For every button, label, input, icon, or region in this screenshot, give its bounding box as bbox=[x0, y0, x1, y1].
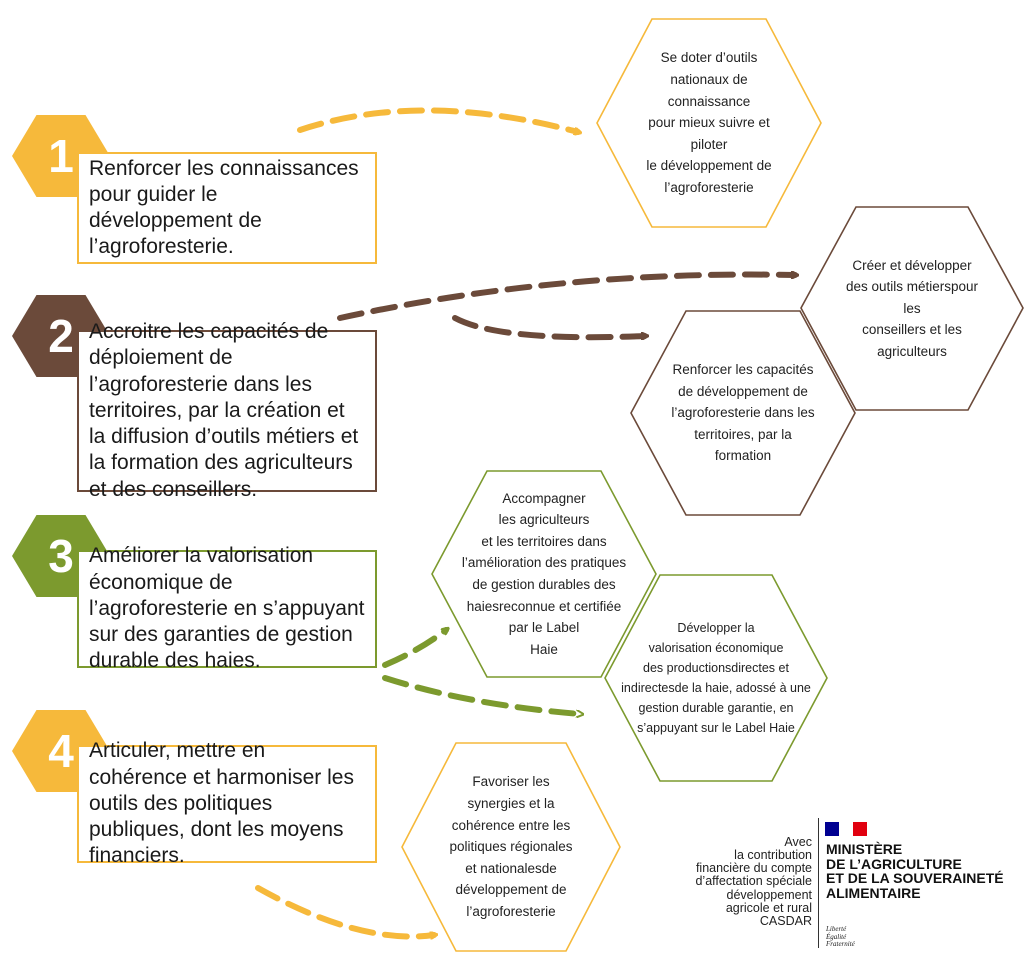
hex-text-line: indirectesde la haie, adossé à une bbox=[621, 681, 811, 695]
hex-text-line: Favoriser les bbox=[472, 774, 550, 790]
republic-motto: Liberté Égalité Fraternité bbox=[826, 925, 855, 949]
action-hex-outline-1 bbox=[596, 18, 822, 228]
hex-text-line: Haie bbox=[530, 641, 558, 657]
hex-text-line: nationaux de connaissance bbox=[667, 72, 751, 109]
hex-text-line: et nationalesde bbox=[465, 860, 557, 876]
hex-text-line: Créer et développer bbox=[852, 257, 972, 273]
hex-text-line: de gestion durables des bbox=[472, 577, 616, 592]
hex-text-line: développement de bbox=[455, 882, 567, 898]
hex-text-line: des outils métierspour les bbox=[845, 279, 979, 316]
hex-text-line: et les territoires dans bbox=[481, 533, 607, 549]
action-4-text: Accompagner les agriculteurs et les territ… bbox=[431, 470, 657, 678]
action-6-text: Favoriser les synergies et la cohérence en… bbox=[401, 742, 621, 952]
arrow-3a bbox=[382, 630, 446, 668]
hex-text-line: cohérence entre les bbox=[451, 817, 571, 833]
hex-text-line: Se doter d’outils bbox=[660, 50, 758, 66]
hex-text-line: territoires, par la formation bbox=[694, 426, 792, 464]
action-1-text: Se doter d’outils nationaux de connaissan… bbox=[596, 18, 822, 228]
objective-1-box: Renforcer les connaissances pour guider … bbox=[77, 152, 377, 264]
hex-text-line: conseillers et les agriculteurs bbox=[862, 322, 962, 359]
hex-text-line: Renforcer les capacités bbox=[672, 362, 814, 378]
action-hex-outline-5 bbox=[604, 574, 828, 782]
objective-3-box: Améliorer la valorisation économique de … bbox=[77, 544, 377, 672]
hex-text-line: par le Label bbox=[508, 620, 580, 636]
hex-text-line: l’agroforesterie dans les bbox=[671, 405, 815, 421]
hex-text-line: l’agroforesterie bbox=[664, 179, 754, 195]
casdar-contribution-text: Avec la contribution financière du compt… bbox=[695, 835, 812, 928]
hex-text-line: politiques régionales bbox=[449, 839, 573, 855]
hex-text-line: le développement de bbox=[646, 158, 772, 174]
arrow-1 bbox=[297, 107, 578, 132]
hex-text-line: de développement de bbox=[678, 383, 808, 399]
action-hex-outline-6 bbox=[401, 742, 621, 952]
logo-divider bbox=[818, 818, 819, 948]
objective-2-box: Accroitre les capacités de déploiement d… bbox=[77, 320, 377, 501]
arrow-2a bbox=[337, 275, 795, 321]
hex-text-line: gestion durable garantie, en bbox=[638, 701, 794, 715]
marianne-flag-icon bbox=[825, 822, 867, 836]
action-3-text: Renforcer les capacités de développement … bbox=[630, 310, 856, 516]
arrow-2b bbox=[452, 315, 645, 341]
hex-text-line: l’amélioration des pratiques bbox=[461, 555, 627, 571]
hex-text-line: synergies et la bbox=[467, 796, 555, 812]
ministry-name: MINISTÈRE DE L’AGRICULTURE ET DE LA SOUV… bbox=[826, 841, 1004, 902]
action-hex-outline-4 bbox=[431, 470, 657, 678]
hex-text-line: s’appuyant sur le Label Haie bbox=[637, 721, 795, 735]
hex-text-line: Accompagner bbox=[502, 490, 586, 506]
action-2-text: Créer et développer des outils métierspou… bbox=[800, 206, 1024, 411]
objective-4-box: Articuler, mettre en cohérence et harmon… bbox=[77, 739, 377, 867]
hex-text-line: pour mieux suivre et piloter bbox=[648, 115, 770, 152]
action-hex-outline-3 bbox=[630, 310, 856, 516]
hex-text-line: haiesreconnue et certifiée bbox=[466, 598, 622, 614]
arrow-4 bbox=[255, 885, 434, 936]
action-hex-outline-2 bbox=[800, 206, 1024, 411]
action-5-text: Développer la valorisation économique des … bbox=[604, 574, 828, 782]
hex-text-line: des productionsdirectes et bbox=[643, 661, 789, 675]
hex-text-line: Développer la bbox=[677, 621, 755, 635]
hex-text-line: les agriculteurs bbox=[498, 512, 590, 528]
hex-text-line: valorisation économique bbox=[648, 641, 784, 655]
hex-text-line: l’agroforesterie bbox=[466, 903, 556, 919]
arrow-3b bbox=[382, 675, 580, 714]
